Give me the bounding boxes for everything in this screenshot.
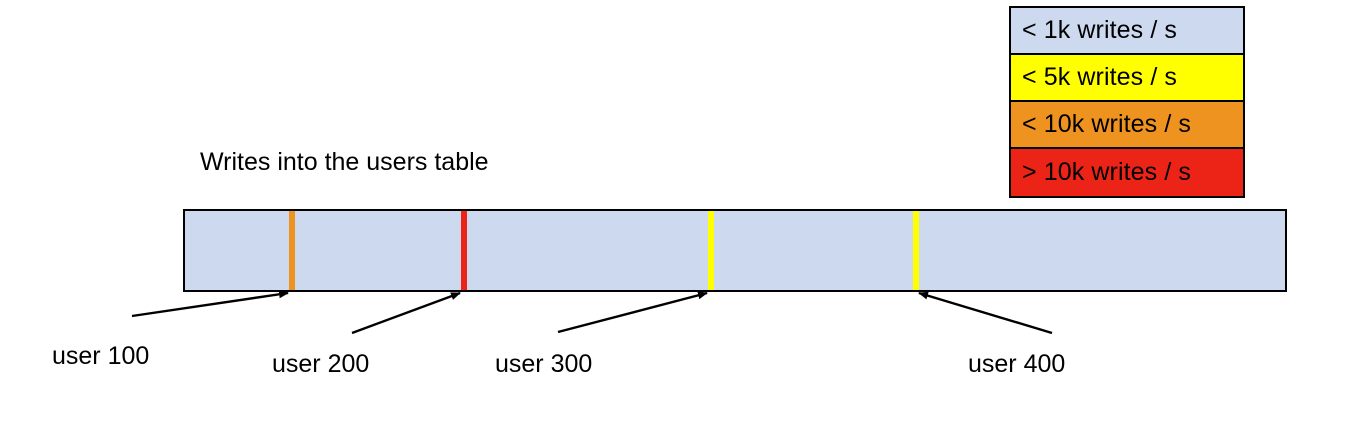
legend-item-gt-10k: > 10k writes / s — [1011, 149, 1243, 196]
marker-user-300 — [708, 211, 714, 290]
legend-item-label: < 1k writes / s — [1022, 16, 1178, 44]
arrow-user-400 — [918, 291, 1053, 335]
arrow-user-200 — [351, 291, 461, 335]
marker-user-400 — [913, 211, 919, 290]
marker-user-200 — [461, 211, 467, 290]
legend-item-lt-10k: < 10k writes / s — [1011, 102, 1243, 149]
annotation-label-user-400: user 400 — [968, 350, 1066, 378]
legend-item-label: > 10k writes / s — [1022, 158, 1192, 186]
legend-item-lt-5k: < 5k writes / s — [1011, 55, 1243, 102]
arrow-user-100 — [131, 290, 289, 318]
chart-title: Writes into the users table — [200, 148, 489, 176]
legend-item-lt-1k: < 1k writes / s — [1011, 8, 1243, 55]
legend: < 1k writes / s < 5k writes / s < 10k wr… — [1009, 6, 1245, 198]
legend-item-label: < 10k writes / s — [1022, 110, 1192, 138]
keyspace-bar — [183, 209, 1287, 292]
annotation-label-user-300: user 300 — [495, 350, 593, 378]
annotation-label-user-100: user 100 — [52, 342, 150, 370]
arrow-user-300 — [557, 291, 708, 334]
marker-user-100 — [289, 211, 295, 290]
annotation-label-user-200: user 200 — [272, 350, 370, 378]
legend-item-label: < 5k writes / s — [1022, 63, 1178, 91]
